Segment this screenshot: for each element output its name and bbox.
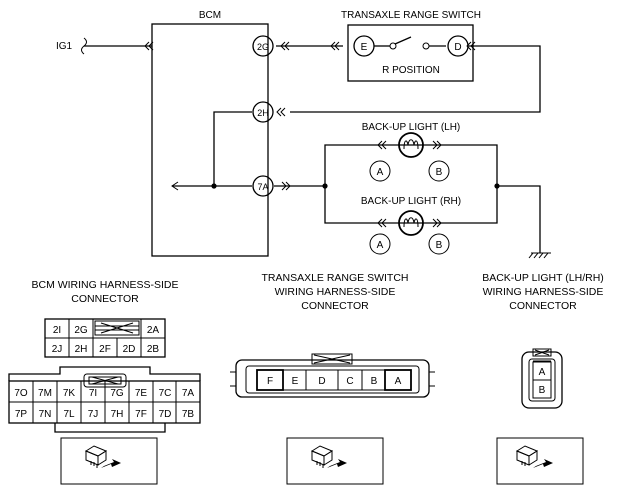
- ground-icon: [528, 252, 551, 259]
- light-connector: [521, 348, 563, 409]
- wire-rh-a: [324, 186, 377, 224]
- bcm-pin-7a-label: 7A: [257, 182, 268, 192]
- switch-contact: [389, 42, 397, 50]
- filament-icon: [403, 139, 419, 150]
- bcm-pin-cell: 7D: [159, 409, 172, 420]
- wire-2h: [213, 111, 252, 186]
- bcm-pin-cell: 7O: [14, 388, 28, 399]
- bcm-pin-2g: [252, 35, 274, 57]
- bcm-pin-cell: 7J: [88, 409, 99, 420]
- switch-pin-d-label: D: [454, 42, 461, 53]
- wire-rh-b: [442, 186, 498, 224]
- switch-title: TRANSAXLE RANGE SWITCH: [341, 10, 481, 21]
- lh-pin-a: [369, 160, 391, 182]
- switch-position-label: R POSITION: [382, 65, 440, 76]
- switch-box: [347, 24, 474, 82]
- bcm-pin-2h: [252, 101, 274, 123]
- bcm-pin-2g-label: 2G: [257, 42, 269, 52]
- bcm-connector-caption: CONNECTOR: [71, 293, 139, 305]
- switch-pin-cell: D: [318, 376, 325, 387]
- switch-pin-cell: B: [371, 376, 378, 387]
- rh-pin-a-label: A: [377, 240, 384, 251]
- bcm-connector-2: [44, 318, 166, 358]
- light-connector-caption: WIRING HARNESS-SIDE: [483, 286, 604, 298]
- switch-pin-e-label: E: [361, 42, 368, 53]
- switch-connector-caption: WIRING HARNESS-SIDE: [275, 286, 396, 298]
- bcm-pin-cell: 7I: [89, 388, 97, 399]
- bcm-pin-cell: 7C: [159, 388, 172, 399]
- backup-light-lh-title: BACK-UP LIGHT (LH): [362, 122, 461, 133]
- rh-pin-a: [369, 233, 391, 255]
- bcm-pin-7a: [252, 175, 274, 197]
- bcm-pin-cell: 2H: [75, 344, 88, 355]
- switch-pin-cell: C: [346, 376, 353, 387]
- probe-view-icon: [496, 437, 584, 485]
- lh-pin-b-label: B: [436, 167, 443, 178]
- bcm-pin-cell: 2A: [147, 325, 160, 336]
- bcm-pin-cell: 2D: [123, 344, 136, 355]
- bcm-pin-cell: 7A: [182, 388, 195, 399]
- lh-pin-b: [428, 160, 450, 182]
- bcm-pin-cell: 7E: [135, 388, 148, 399]
- wire-ground: [497, 185, 541, 253]
- bcm-pin-cell: 7M: [38, 388, 52, 399]
- filament-icon: [403, 217, 419, 228]
- bcm-pin-cell: 2I: [53, 325, 61, 336]
- probe-view-icon: [60, 437, 158, 485]
- bcm-pin-cell: 7H: [111, 409, 124, 420]
- bcm-pin-cell: 2B: [147, 344, 160, 355]
- bcm-title: BCM: [199, 10, 221, 21]
- bcm-pin-cell: 7P: [15, 409, 28, 420]
- probe-view-icon: [286, 437, 384, 485]
- rh-pin-b-label: B: [436, 240, 443, 251]
- switch-pin-cell: E: [292, 376, 299, 387]
- bcm-pin-cell: 7N: [39, 409, 52, 420]
- switch-pin-cell: A: [395, 376, 402, 387]
- switch-connector-caption: TRANSAXLE RANGE SWITCH: [261, 272, 408, 284]
- bcm-pin-cell: 7B: [182, 409, 195, 420]
- junction-dot: [211, 183, 217, 189]
- bcm-pin-cell: 2F: [99, 344, 111, 355]
- bulb-lh-icon: [398, 132, 424, 158]
- light-pin-cell: B: [539, 385, 546, 396]
- bcm-pin-cell: 7F: [135, 409, 147, 420]
- light-connector-caption: CONNECTOR: [509, 300, 577, 312]
- arrow-left-icon: [171, 181, 179, 191]
- switch-connector: [230, 353, 435, 398]
- bcm-pin-cell: 7G: [110, 388, 124, 399]
- switch-lever: [394, 36, 412, 45]
- bcm-pin-2h-label: 2H: [257, 108, 269, 118]
- bcm-box: [151, 23, 269, 257]
- bcm-connector-7: [8, 366, 201, 433]
- switch-contact: [422, 42, 430, 50]
- light-pin-cell: A: [539, 367, 546, 378]
- bcm-connector-caption: BCM WIRING HARNESS-SIDE: [31, 279, 178, 291]
- wire-lh-a: [324, 144, 377, 186]
- light-connector-caption: BACK-UP LIGHT (LH/RH): [482, 272, 604, 284]
- switch-connector-caption: CONNECTOR: [301, 300, 369, 312]
- switch-pin-cell: F: [267, 376, 273, 387]
- bulb-rh-icon: [398, 210, 424, 236]
- rh-pin-b: [428, 233, 450, 255]
- ig1-label: IG1: [56, 41, 73, 52]
- bcm-pin-cell: 7L: [63, 409, 75, 420]
- bcm-pin-cell: 7K: [63, 388, 76, 399]
- lh-pin-a-label: A: [377, 167, 384, 178]
- bcm-pin-cell: 2G: [74, 325, 88, 336]
- bcm-pin-cell: 2J: [52, 344, 63, 355]
- wire-lh-b: [442, 144, 498, 186]
- wire-switch-to-2h: [290, 45, 541, 113]
- backup-light-rh-title: BACK-UP LIGHT (RH): [361, 196, 461, 207]
